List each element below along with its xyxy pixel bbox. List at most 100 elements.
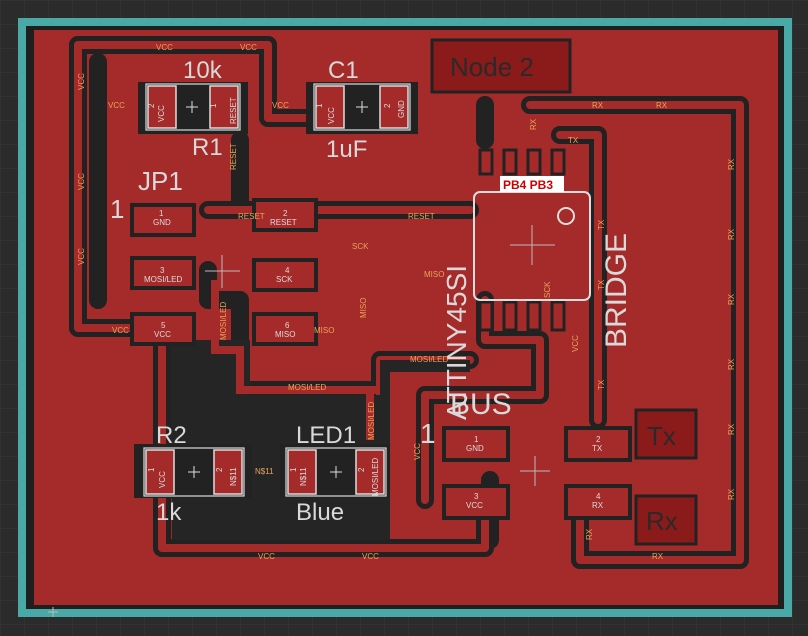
c1-pad-1[interactable] [315, 85, 345, 129]
net-label-vcc-top-2: VCC [240, 43, 257, 52]
jp1-pad-6[interactable] [252, 312, 318, 346]
ic-pad-bot-2[interactable] [502, 300, 518, 332]
net-label-vcc-side-1: VCC [77, 73, 86, 90]
bus-pad-3-net: VCC [466, 501, 483, 510]
net-label-mosi-3: MOSI/LED [410, 355, 448, 364]
jp1-pad-4-net: SCK [276, 275, 293, 284]
tx-label-frame [634, 408, 698, 460]
r1-pad-1[interactable] [209, 85, 239, 129]
net-label-vcc-c1: VCC [272, 101, 289, 110]
net-label-vcc-bottom-2: VCC [362, 552, 379, 561]
jp1-pad-3[interactable] [130, 256, 196, 290]
bus-center-cross [520, 456, 550, 486]
net-label-sck-ic: SCK [543, 281, 552, 298]
ic-pad-top-2[interactable] [502, 148, 518, 176]
c1-pad-1-net: VCC [327, 107, 336, 124]
rx-label-frame [634, 494, 698, 546]
net-label-mosi-1: MOSI/LED [219, 302, 228, 340]
ic-pad-bot-4[interactable] [550, 300, 566, 332]
jp1-pad-2-num: 2 [283, 209, 288, 218]
net-label-vcc-bottom-1: VCC [258, 552, 275, 561]
bus-pad-4-num: 4 [596, 492, 601, 501]
jp1-pad-5-net: VCC [154, 330, 171, 339]
ic-pad-top-4[interactable] [550, 148, 566, 176]
net-label-rx-1: RX [592, 101, 604, 110]
jp1-pad-4[interactable] [252, 258, 318, 292]
ic-pad-bot-3[interactable] [526, 300, 542, 332]
bus-label: BUS [450, 388, 512, 421]
led-name: LED1 [296, 422, 356, 449]
r2-outline [143, 447, 245, 497]
net-label-reset-2: RESET [408, 212, 435, 221]
bus-pad-2-num: 2 [596, 435, 601, 444]
bus-pad-3-num: 3 [474, 492, 479, 501]
r1-pad-1-net: RESET [229, 97, 238, 124]
net-label-rx-11: RX [585, 528, 594, 540]
r1-pad-1-num: 1 [209, 103, 218, 108]
origin-cross-icon [48, 607, 58, 617]
trace-mosi-led [211, 280, 374, 440]
c1-name: C1 [328, 57, 359, 84]
net-label-miso-2: MISO [359, 298, 368, 318]
node-title: Node 2 [450, 52, 534, 82]
r1-outline [145, 83, 241, 131]
net-label-vcc-side-3: VCC [77, 248, 86, 265]
net-label-vcc-bus: VCC [413, 443, 422, 460]
bus-pad-4-net: RX [592, 501, 604, 510]
led-pad-1[interactable] [287, 449, 317, 495]
ic-center-cross [510, 225, 555, 265]
ic-name: ATTINY45SI [441, 265, 472, 420]
r1-pad-2-net: VCC [157, 105, 166, 122]
jp1-pad-3-net: MOSI/LED [144, 275, 182, 284]
ic-pad-bot-1[interactable] [478, 300, 494, 332]
net-label-rx-9: RX [727, 488, 736, 500]
c1-pad-2-net: GND [397, 100, 406, 118]
net-label-rx-7: RX [727, 358, 736, 370]
net-label-rx-10: RX [652, 552, 664, 561]
r2-pad-1[interactable] [145, 449, 175, 495]
r2-pad-1-num: 1 [147, 467, 156, 472]
jp1-pin1-marker: 1 [110, 194, 124, 224]
r2-pad-2-num: 2 [215, 467, 224, 472]
c1-pad-2-num: 2 [383, 103, 392, 108]
r1-pad-2[interactable] [147, 85, 177, 129]
net-label-vcc-side-2: VCC [77, 173, 86, 190]
net-label-reset-1: RESET [238, 212, 265, 221]
jp1-pad-1[interactable] [130, 203, 196, 237]
bus-pad-3[interactable] [442, 484, 510, 520]
r2-center-cross [188, 466, 200, 478]
jp1-pad-2[interactable] [252, 198, 318, 232]
r2-value: 1k [156, 499, 182, 526]
net-label-rx-2: RX [656, 101, 668, 110]
led-center-cross [330, 466, 342, 478]
net-label-tx-2: TX [597, 219, 606, 230]
ic-pad-top-3[interactable] [526, 148, 542, 176]
net-label-rx-5: RX [727, 228, 736, 240]
net-label-rx-8: RX [727, 423, 736, 435]
c1-value: 1uF [326, 136, 367, 163]
bridge-label: BRIDGE [600, 233, 633, 348]
c1-pad-2[interactable] [379, 85, 409, 129]
jp1-pad-5-num: 5 [161, 321, 166, 330]
ic-pad-top-1[interactable] [478, 148, 494, 176]
r2-pad-2[interactable] [213, 449, 243, 495]
led-pad-2-net: MOSI/LED [371, 458, 380, 496]
led-pad-1-num: 1 [289, 467, 298, 472]
net-label-miso-1: MISO [424, 270, 444, 279]
tx-label: Tx [647, 421, 676, 451]
r1-pad-2-num: 2 [147, 103, 156, 108]
net-label-rx-3: RX [529, 118, 538, 130]
bus-pad-2[interactable] [564, 426, 632, 462]
jp1-pad-1-net: GND [153, 218, 171, 227]
net-label-rx-6: RX [727, 293, 736, 305]
bus-pad-4[interactable] [564, 484, 632, 520]
jp1-pad-5[interactable] [130, 312, 196, 346]
ic-pin1-marker [557, 207, 575, 225]
c1-pad-1-num: 1 [315, 103, 324, 108]
r2-name: R2 [156, 422, 187, 449]
net-label-tx-4: TX [597, 379, 606, 390]
led-pad-2[interactable] [355, 449, 385, 495]
bus-pad-1[interactable] [442, 426, 510, 462]
jp1-pad-4-num: 4 [285, 266, 290, 275]
